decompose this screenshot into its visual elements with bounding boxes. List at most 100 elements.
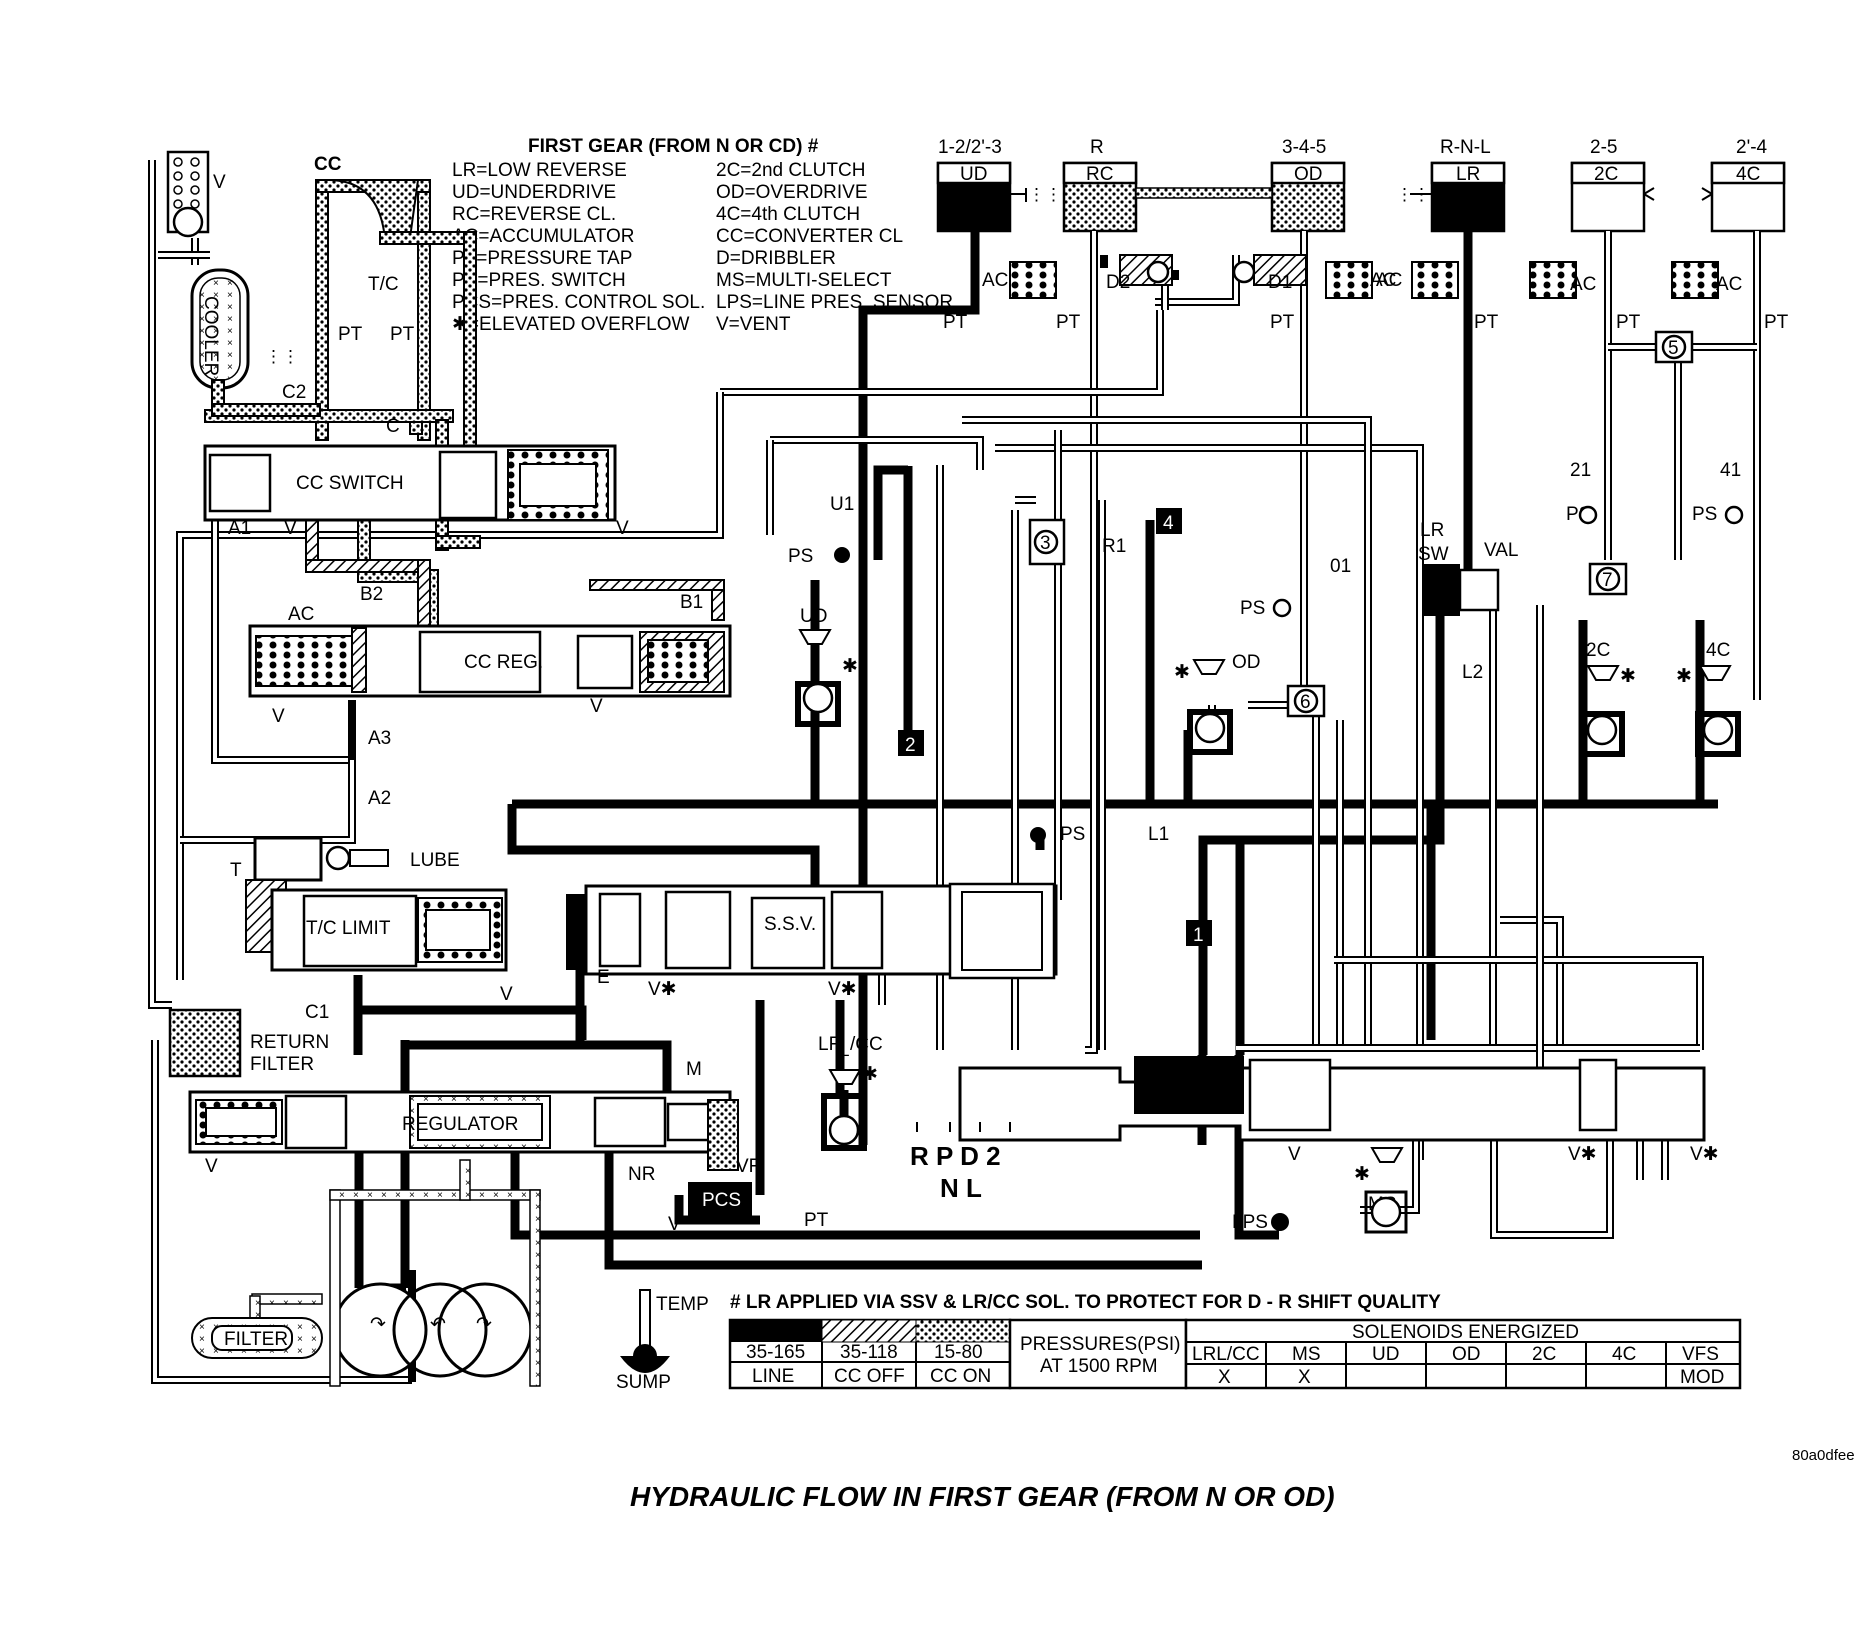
r1-label: R1	[1102, 536, 1126, 557]
clutch-od: 3-4-5 OD	[1270, 137, 1346, 233]
legend-item: 4C=4th CLUTCH	[716, 204, 860, 225]
nr-label: NR	[628, 1164, 655, 1185]
pressure-name: CC ON	[930, 1366, 991, 1387]
a1-label: A1	[228, 518, 251, 539]
b1-label: B1	[680, 592, 703, 613]
l2-label: L2	[1462, 662, 1483, 683]
clutch-name: OD	[1294, 164, 1323, 185]
manual-valve: V V✱ V✱ R P D 2 N L	[910, 1056, 1719, 1203]
vent-label: V	[284, 518, 297, 539]
41-label: 41	[1720, 460, 1741, 481]
overflow-star: ✱	[1174, 662, 1190, 683]
clutch-group-label: R-N-L	[1440, 137, 1491, 158]
sump-label: SUMP	[616, 1372, 671, 1393]
return-filter-label: RETURN	[250, 1032, 329, 1053]
ac-label: AC	[1370, 270, 1396, 291]
pressure-name: CC OFF	[834, 1366, 905, 1387]
cc-label: CC	[314, 154, 342, 175]
legend-item: V=VENT	[716, 314, 791, 335]
a2-label: A2	[368, 788, 391, 809]
4c-sol-label: 4C	[1706, 640, 1730, 661]
clutch-group-label: 2'-4	[1736, 137, 1768, 158]
lrcc-label: LR	[818, 1034, 842, 1055]
pump-assembly: ↷ ↶ ↷ FILTER	[191, 1159, 541, 1387]
vent-label: V	[205, 1156, 218, 1177]
legend-item: MS=MULTI-SELECT	[716, 270, 892, 291]
ps-label: PS	[788, 546, 813, 567]
svg-text:↶: ↶	[430, 1314, 446, 1335]
check-balls: 1 2 3 4 5 6 7 R1	[898, 330, 1694, 946]
accumulators: AC AC AC AC AC PT PT PT PT PT PT PT	[804, 261, 1789, 1231]
temp-label: TEMP	[656, 1294, 709, 1315]
solenoid-column: UD	[1372, 1344, 1399, 1365]
pt-label: PT	[1056, 312, 1081, 333]
legend-item: PS=PRES. SWITCH	[452, 270, 626, 291]
solenoid-column: 2C	[1532, 1344, 1556, 1365]
ac-label: AC	[1570, 274, 1596, 295]
solenoid-column: LRL/CC	[1192, 1344, 1260, 1365]
pt-label: PT	[1270, 312, 1295, 333]
tc-limit-valve: T LUBE T/C LIMIT V C1	[230, 836, 513, 1023]
ac-label: AC	[1716, 274, 1742, 295]
cooler-assembly: V COOLER C2 ⋮⋮	[166, 150, 321, 417]
clutch-group-label: 3-4-5	[1282, 137, 1326, 158]
tc-label: T/C	[368, 274, 399, 295]
solenoid-column: OD	[1452, 1344, 1481, 1365]
lps-label: LPS	[1232, 1212, 1268, 1233]
cc-reg-valve: AC CC REG. V V A3 A2	[248, 604, 732, 809]
legend-item: D=DRIBBLER	[716, 248, 836, 269]
valve-label: S.S.V.	[764, 914, 816, 935]
lube-label: LUBE	[410, 850, 460, 871]
diagram-title: HYDRAULIC FLOW IN FIRST GEAR (FROM N OR …	[630, 1481, 1335, 1512]
svg-text:⋮⋮: ⋮⋮	[265, 347, 299, 366]
solenoid-column: MS	[1292, 1344, 1321, 1365]
ud-label: UD	[800, 606, 827, 627]
vent-label: V	[616, 518, 629, 539]
legend-item: 2C=2nd CLUTCH	[716, 160, 865, 181]
c-label: C	[386, 416, 400, 437]
legend: FIRST GEAR (FROM N OR CD) # LR=LOW REVER…	[452, 136, 953, 335]
check-ball-number: 6	[1300, 692, 1311, 713]
image-code: 80a0dfee	[1792, 1447, 1855, 1464]
lrcc-solenoid: LR L /CC ✱	[818, 1034, 883, 1151]
legend-item: PT=PRESSURE TAP	[452, 248, 632, 269]
ms-solenoid: MS ✱	[1354, 1147, 1408, 1234]
legend-item: CC=CONVERTER CL	[716, 226, 903, 247]
solenoid-state: X	[1298, 1367, 1311, 1388]
legend-item: LR=LOW REVERSE	[452, 160, 627, 181]
pressure-legend-table: 35-165 35-118 15-80 LINE CC OFF CC ON PR…	[728, 1318, 1188, 1390]
clutch-group-label: R	[1090, 137, 1104, 158]
svg-text:↷: ↷	[370, 1314, 386, 1335]
legend-item: AC=ACCUMULATOR	[452, 226, 634, 247]
solenoids-header: SOLENOIDS ENERGIZED	[1352, 1322, 1579, 1343]
ps-label: PS	[1240, 598, 1265, 619]
svg-text:⋮⋮: ⋮⋮	[1028, 185, 1062, 204]
overflow-star: ✱	[1620, 666, 1636, 687]
c2-label: C2	[282, 382, 306, 403]
vent-label: V	[213, 172, 226, 193]
pressure-caption: PRESSURES(PSI)	[1020, 1334, 1180, 1355]
pressure-name: LINE	[752, 1366, 794, 1387]
ud-solenoid: UD ✱	[795, 606, 858, 727]
pcs-label: PCS	[702, 1190, 741, 1211]
cc-switch-valve: CC T/C PT PT C CC SWITCH A1 V V B2 B1	[203, 154, 703, 613]
clutch-2c: 2-5 2C	[1570, 137, 1655, 233]
overflow-star: ✱	[842, 656, 858, 677]
legend-left-column: LR=LOW REVERSE UD=UNDERDRIVE RC=REVERSE …	[452, 160, 705, 335]
l1-label: L1	[1148, 824, 1169, 845]
21-label: 21	[1570, 460, 1591, 481]
2c-sol-label: 2C	[1586, 640, 1610, 661]
pt-label: PT	[1764, 312, 1789, 333]
gear-positions-bottom: N L	[940, 1173, 982, 1203]
legend-right-column: 2C=2nd CLUTCH OD=OVERDRIVE 4C=4th CLUTCH…	[716, 160, 953, 335]
solenoid-state: X	[1218, 1367, 1231, 1388]
solenoids-table: SOLENOIDS ENERGIZED LRL/CC MS UD OD 2C 4…	[1184, 1318, 1742, 1390]
vf-label: VF	[736, 1156, 760, 1177]
ps-label: PS	[1692, 504, 1717, 525]
vent-star-label: V✱	[1568, 1144, 1597, 1165]
legend-item: ✱=ELEVATED OVERFLOW	[452, 314, 690, 335]
legend-heading: FIRST GEAR (FROM N OR CD) #	[528, 136, 819, 157]
c1-label: C1	[305, 1002, 329, 1023]
clutch-4c: 2'-4 4C	[1701, 137, 1786, 233]
check-ball-number: 2	[905, 735, 916, 756]
